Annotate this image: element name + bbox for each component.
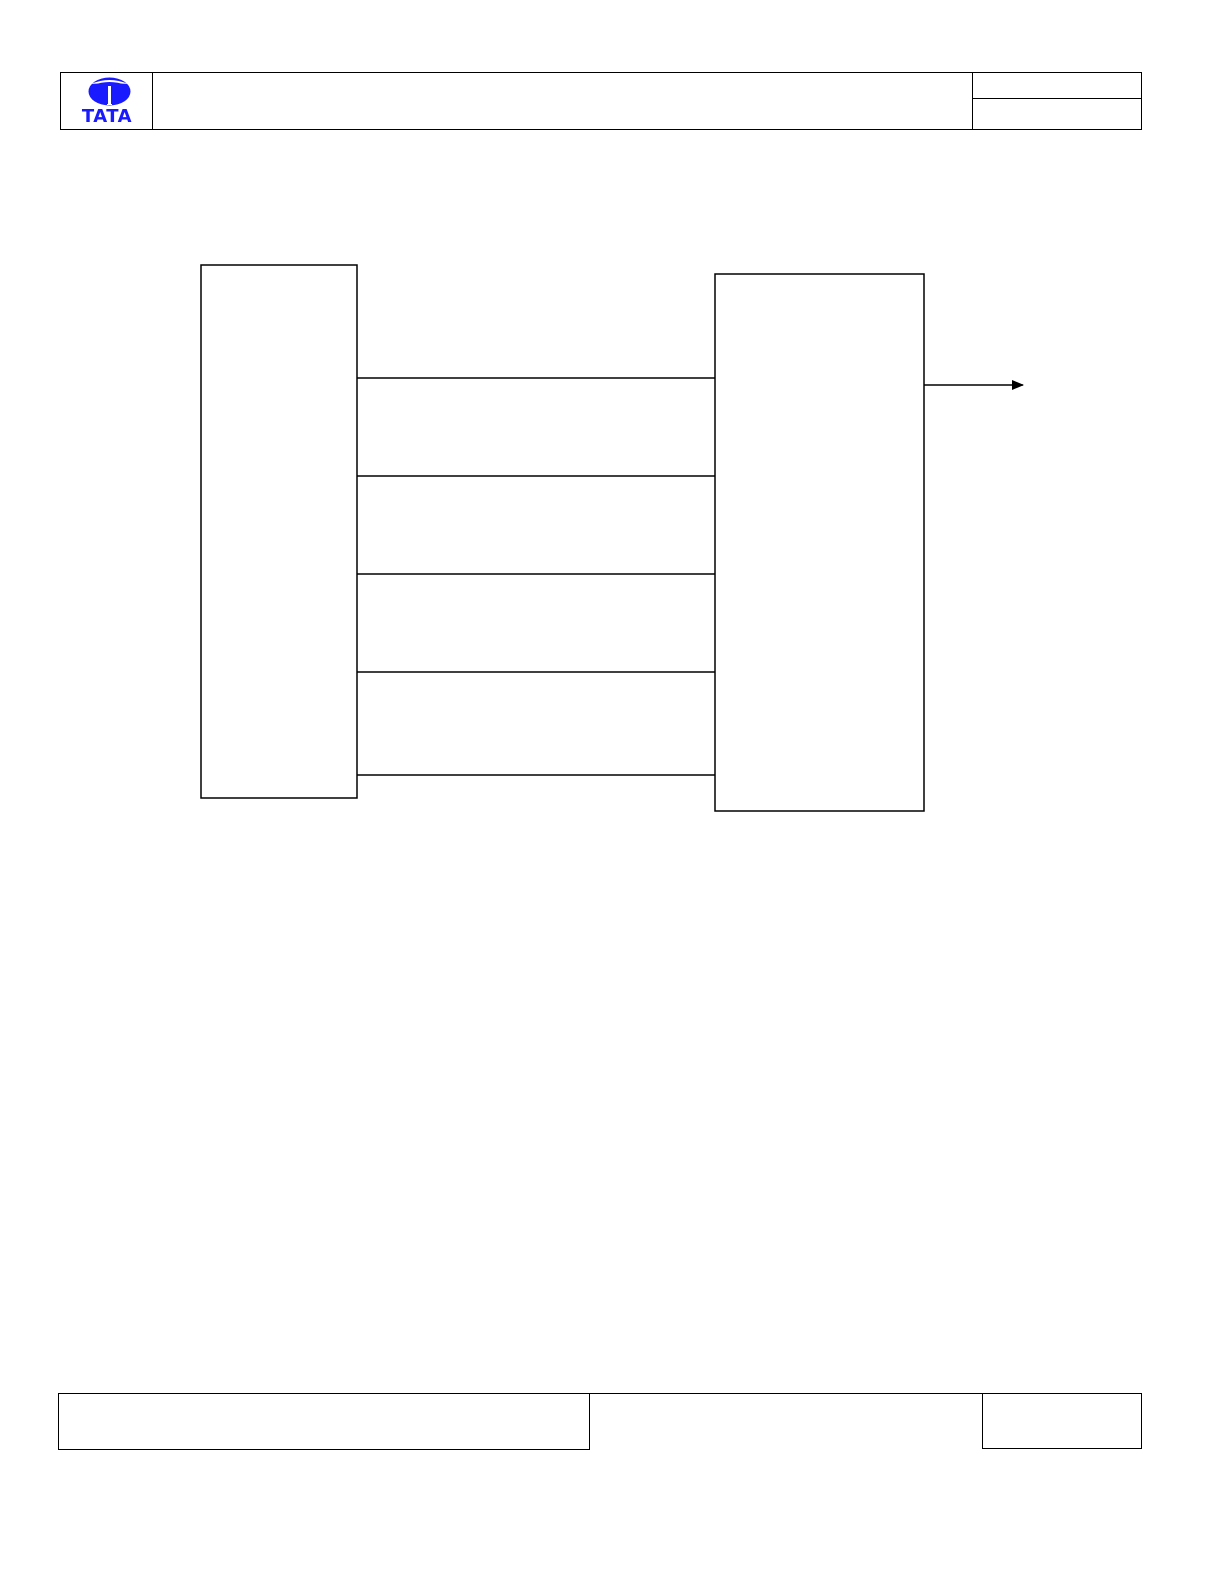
right-block: [714, 273, 925, 812]
tata-logo-icon: [88, 77, 131, 106]
footer-left-cell: [58, 1393, 590, 1450]
footer-right-cell: [982, 1393, 1142, 1449]
document-header: TATA: [60, 72, 1142, 130]
left-block: [200, 264, 358, 799]
logo-text: TATA: [81, 106, 133, 127]
header-meta-top: [973, 73, 1141, 99]
footer-middle-cell: [589, 1393, 983, 1450]
header-title-cell: [153, 73, 973, 129]
logo-cell: TATA: [61, 73, 153, 129]
